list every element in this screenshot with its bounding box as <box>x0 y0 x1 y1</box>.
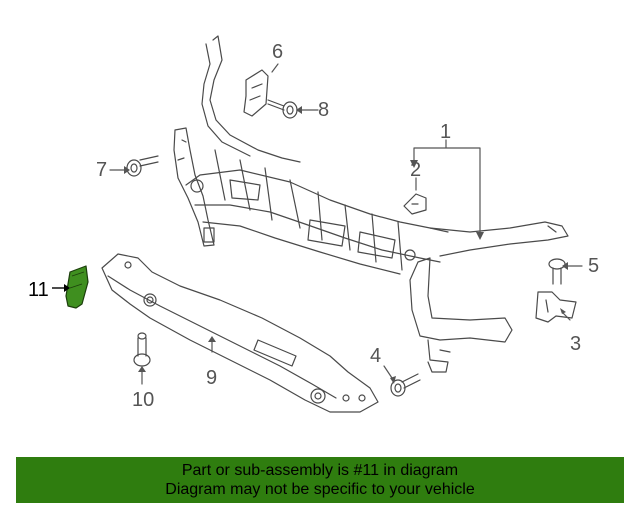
clip-part-6 <box>243 69 269 117</box>
bolt-part-7 <box>126 155 159 177</box>
bracket-part-2 <box>403 193 427 215</box>
callout-1: 1 <box>440 121 452 143</box>
bracket-part-3 <box>535 291 577 323</box>
callout-3: 3 <box>570 333 582 355</box>
callout-5: 5 <box>588 255 600 277</box>
arrowheads <box>124 106 568 384</box>
parts-diagram <box>52 35 583 413</box>
bolt-part-4 <box>390 373 421 397</box>
bolt-part-10 <box>133 332 151 367</box>
callout-6: 6 <box>272 41 284 63</box>
banner-line-1: Part or sub-assembly is #11 in diagram <box>181 462 459 479</box>
bolt-part-8 <box>267 99 298 119</box>
callout-4: 4 <box>370 345 382 367</box>
callout-9: 9 <box>206 367 218 389</box>
radiator-support-part <box>173 35 569 373</box>
lower-tie-bar-part <box>101 253 379 413</box>
callout-11: 11 <box>28 279 49 301</box>
callout-7: 7 <box>96 159 108 181</box>
leader-lines <box>109 63 583 385</box>
banner-line-2: Diagram may not be specific to your vehi… <box>165 481 475 498</box>
bolt-part-5 <box>548 258 566 285</box>
callout-8: 8 <box>318 99 330 121</box>
callout-10: 10 <box>132 389 155 411</box>
highlighted-part-11 <box>52 265 89 309</box>
callout-2: 2 <box>410 159 422 181</box>
info-banner: Part or sub-assembly is #11 in diagram D… <box>16 457 624 503</box>
